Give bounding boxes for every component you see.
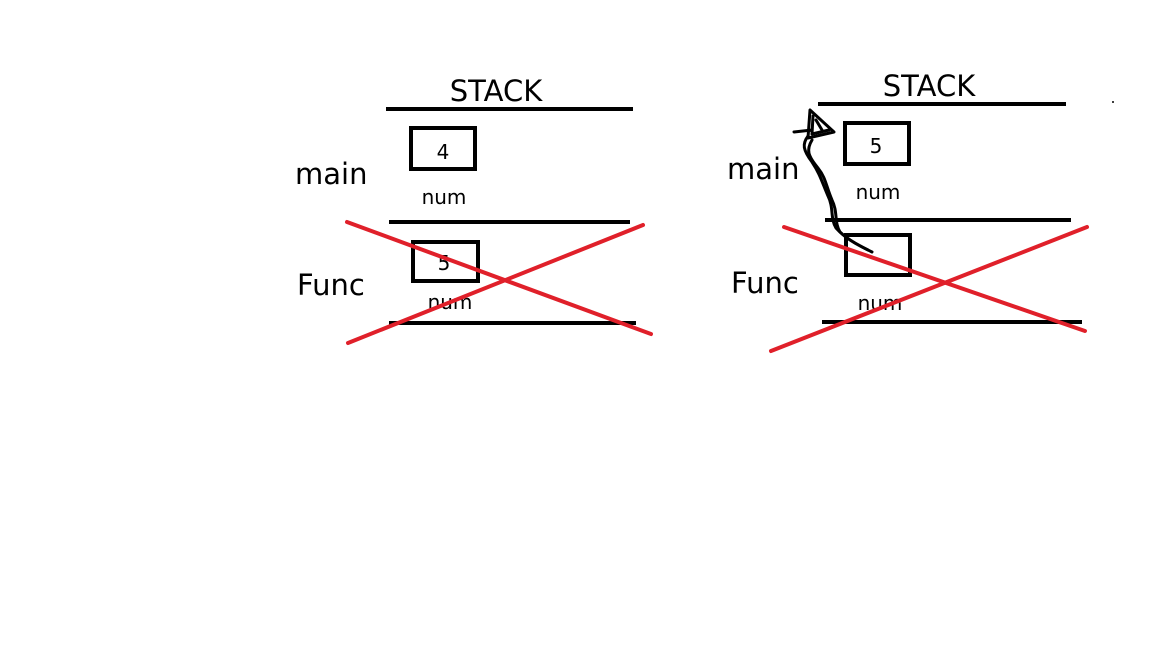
right-cross-stroke-a	[782, 225, 1087, 333]
right-func-label: Func	[731, 266, 799, 300]
right-main-num-value: 5	[870, 134, 883, 158]
right-main-label: main	[727, 152, 799, 186]
right-stack-title: STACK	[883, 69, 976, 103]
pointer-arrow-head-scribble	[792, 114, 831, 136]
left-main-num-box	[409, 126, 477, 171]
left-cross-stroke-b	[346, 223, 645, 345]
left-main-num-label: num	[422, 185, 467, 209]
left-stack-title: STACK	[450, 74, 543, 108]
pointer-arrow-head	[806, 108, 836, 140]
pointer-arrow-shaft-retrace	[802, 134, 870, 252]
left-main-num-value: 4	[437, 140, 450, 164]
right-main-frame: main 5 num	[727, 121, 911, 204]
pointer-arrow	[792, 108, 874, 254]
stray-dot	[1112, 101, 1114, 103]
right-func-num-box	[844, 233, 912, 277]
left-stack-diagram: STACK main 4 num Func 5 num	[295, 74, 653, 345]
left-func-cross-out	[345, 220, 653, 345]
right-cross-stroke-b	[769, 225, 1089, 353]
right-main-num-box	[843, 121, 911, 166]
left-main-frame: main 4 num	[295, 126, 477, 209]
right-func-cross-out	[769, 225, 1089, 353]
left-func-label: Func	[297, 268, 365, 302]
left-main-label: main	[295, 157, 367, 191]
right-stack-diagram: STACK main 5 num Func num	[727, 69, 1114, 353]
left-func-num-box	[411, 240, 480, 283]
left-cross-stroke-a	[345, 220, 653, 336]
right-main-num-label: num	[856, 180, 901, 204]
right-func-frame: Func num	[731, 233, 912, 315]
